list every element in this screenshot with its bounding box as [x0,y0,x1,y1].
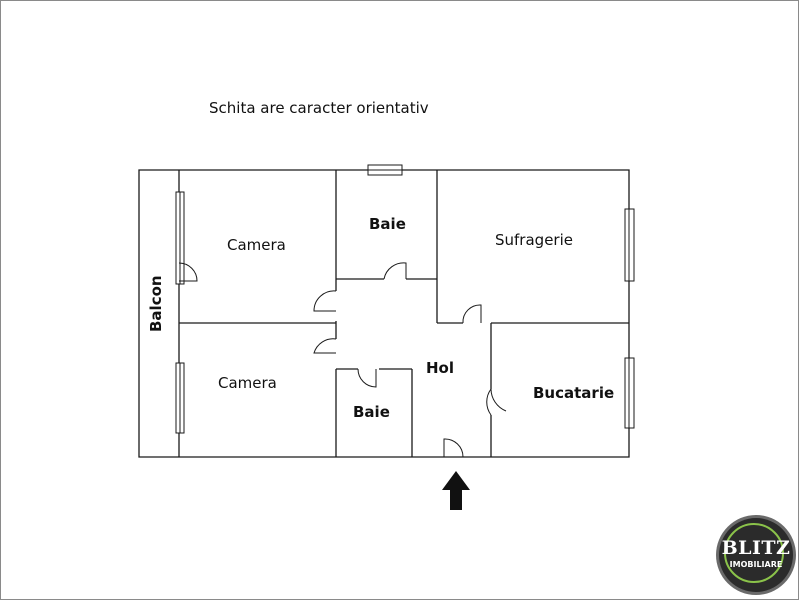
room-label-hol: Hol [426,359,454,377]
room-label-balcon: Balcon [147,275,165,332]
room-label-camera-top: Camera [227,236,286,254]
door-entrance [443,438,464,458]
logo-word: BLITZ [721,537,791,559]
room-label-baie-bottom: Baie [353,403,390,421]
room-label-camera-bottom: Camera [218,374,277,392]
logo-ring [724,523,784,583]
logo-subtitle: IMOBILIARE [729,560,783,569]
door-baie-top [383,262,407,280]
windows [175,164,635,434]
blitz-logo: BLITZ IMOBILIARE [719,518,793,592]
interior-walls [179,170,629,457]
room-label-bucatarie: Bucatarie [533,384,614,402]
door-camera-top-hol [313,290,337,312]
orientative-note: Schita are caracter orientativ [209,99,429,117]
door-bucatarie [486,388,492,416]
doors [178,262,507,458]
door-camera-bottom-hol [313,338,337,354]
arrow-up-icon [442,471,470,510]
room-label-baie-top: Baie [369,215,406,233]
door-sufragerie [462,304,482,324]
door-camera-top [178,262,198,282]
room-label-sufragerie: Sufragerie [495,231,573,249]
door-baie-bottom [357,368,377,388]
